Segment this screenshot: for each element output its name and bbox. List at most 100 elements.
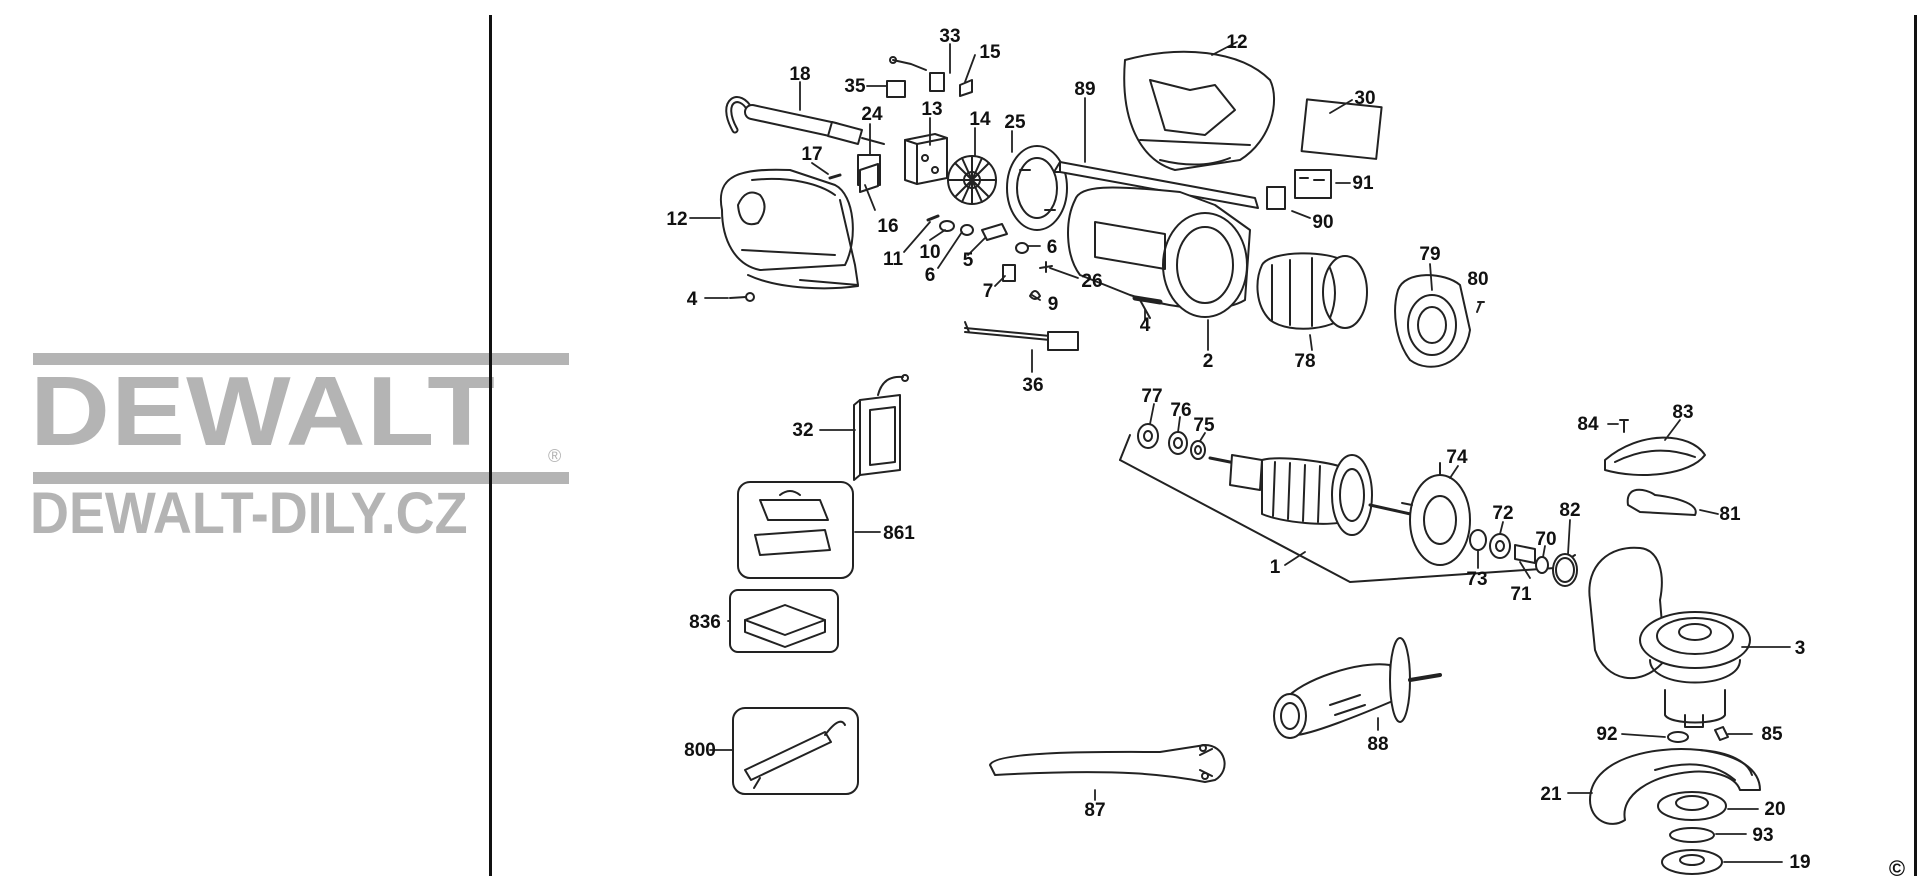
part-callout-14: 14 [969, 109, 991, 130]
fan-drawing [947, 155, 997, 205]
part-callout-26: 26 [1081, 271, 1102, 292]
part-callout-76: 76 [1170, 400, 1191, 421]
dewalt-logo: DEWALT [30, 356, 497, 466]
part-callout-800: 800 [684, 740, 716, 761]
part-callout-36: 36 [1022, 375, 1043, 396]
part-callout-78: 78 [1294, 351, 1315, 372]
armature-baffle-drawing [1401, 462, 1471, 566]
part-callout-91: 91 [1352, 173, 1374, 194]
small-hardware-drawing [729, 214, 1053, 302]
website-watermark: DEWALT-DILY.CZ [30, 481, 468, 546]
part-callout-4: 4 [687, 289, 698, 310]
part-callout-87: 87 [1084, 800, 1105, 821]
logo-top-bar [33, 353, 569, 365]
part-callout-72: 72 [1492, 503, 1513, 524]
part-callout-21: 21 [1540, 784, 1562, 805]
power-cord-drawing [725, 96, 885, 145]
motor-housing-left-drawing [719, 168, 859, 290]
part-callout-33: 33 [939, 26, 960, 47]
part-callout-6: 6 [925, 265, 936, 286]
screw-drawing [1132, 295, 1163, 305]
part-callout-92: 92 [1596, 724, 1617, 745]
part-callout-88: 88 [1367, 734, 1388, 755]
part-callout-35: 35 [844, 76, 866, 97]
electronic-module-drawing [853, 374, 909, 481]
part-callout-77: 77 [1141, 386, 1162, 407]
field-stator-drawing [1256, 252, 1368, 330]
gear-cap-drawing [1604, 419, 1706, 476]
part-callout-75: 75 [1193, 415, 1215, 436]
part-callout-20: 20 [1764, 799, 1785, 820]
part-callout-836: 836 [689, 612, 721, 633]
part-callout-30: 30 [1354, 88, 1375, 109]
pin-spanner-drawing [989, 744, 1226, 783]
part-callout-89: 89 [1074, 79, 1095, 100]
part-callout-25: 25 [1004, 112, 1026, 133]
part-callout-16: 16 [877, 216, 898, 237]
part-callout-6-second: 6 [1047, 237, 1058, 258]
part-callout-11: 11 [883, 249, 904, 270]
part-callout-24: 24 [861, 104, 883, 125]
part-callout-7: 7 [983, 281, 994, 302]
part-callout-3: 3 [1795, 638, 1806, 659]
gasket-drawing [1626, 488, 1697, 516]
right-frame-line [1914, 15, 1917, 876]
part-callout-17: 17 [801, 144, 822, 165]
part-callout-85: 85 [1761, 724, 1783, 745]
flange-nut-set-drawing [1657, 791, 1727, 875]
left-frame-line [489, 15, 492, 876]
bearing-set-drawing [1137, 423, 1206, 460]
part-callout-861: 861 [883, 523, 915, 544]
end-plate-drawing [1394, 274, 1471, 368]
part-callout-80: 80 [1467, 269, 1488, 290]
label-plate-drawing [1300, 98, 1383, 160]
small-screw-drawing [1476, 301, 1485, 313]
kit-box-drawing [737, 481, 854, 579]
spindle-parts-drawing [1667, 726, 1729, 743]
part-callout-15: 15 [979, 42, 1001, 63]
part-callout-18: 18 [789, 64, 810, 85]
switch-parts-drawing [886, 56, 973, 98]
part-callout-74: 74 [1446, 447, 1468, 468]
grease-tool-drawing [732, 707, 859, 795]
part-callout-82: 82 [1559, 500, 1580, 521]
part-callout-1: 1 [1270, 557, 1281, 578]
part-callout-2: 2 [1203, 351, 1214, 372]
part-callout-73: 73 [1466, 569, 1487, 590]
insert-tray-drawing [729, 589, 839, 653]
gear-bearing-parts-drawing [1469, 529, 1578, 587]
part-callout-79: 79 [1419, 244, 1440, 265]
baffle-drawing [1006, 145, 1068, 231]
side-handle-drawing [1273, 637, 1442, 739]
motor-housing-right-drawing [1123, 50, 1276, 171]
leader-lines [689, 41, 1791, 863]
part-callout-83: 83 [1672, 402, 1693, 423]
part-callout-12-second: 12 [1226, 32, 1247, 53]
part-callout-9: 9 [1048, 294, 1059, 315]
switch-module-drawing [1266, 169, 1332, 210]
part-callout-70: 70 [1535, 529, 1556, 550]
part-callout-84: 84 [1577, 414, 1599, 435]
motor-housing-drawing [1067, 186, 1251, 319]
part-callout-93: 93 [1752, 825, 1773, 846]
part-callout-71: 71 [1510, 584, 1532, 605]
part-callout-32: 32 [792, 420, 813, 441]
gear-head-drawing [1588, 546, 1751, 728]
part-callout-12: 12 [666, 209, 687, 230]
logo-bottom-bar [33, 472, 569, 484]
registered-mark: ® [548, 446, 562, 466]
part-callout-90: 90 [1312, 212, 1333, 233]
part-callout-81: 81 [1719, 504, 1741, 525]
cable-assembly-drawing [964, 321, 1079, 351]
copyright-mark: © [1889, 856, 1905, 876]
cable-clip-drawing [1053, 161, 1259, 209]
wheel-guard-drawing [1589, 748, 1761, 825]
part-callout-4-second: 4 [1140, 315, 1151, 336]
part-callout-19: 19 [1789, 852, 1810, 873]
part-callout-10: 10 [919, 242, 940, 263]
part-callouts: 18 35 33 15 24 13 14 25 17 12 16 11 10 5… [666, 26, 1905, 876]
part-callout-5: 5 [963, 250, 974, 271]
part-callout-13: 13 [921, 99, 942, 120]
